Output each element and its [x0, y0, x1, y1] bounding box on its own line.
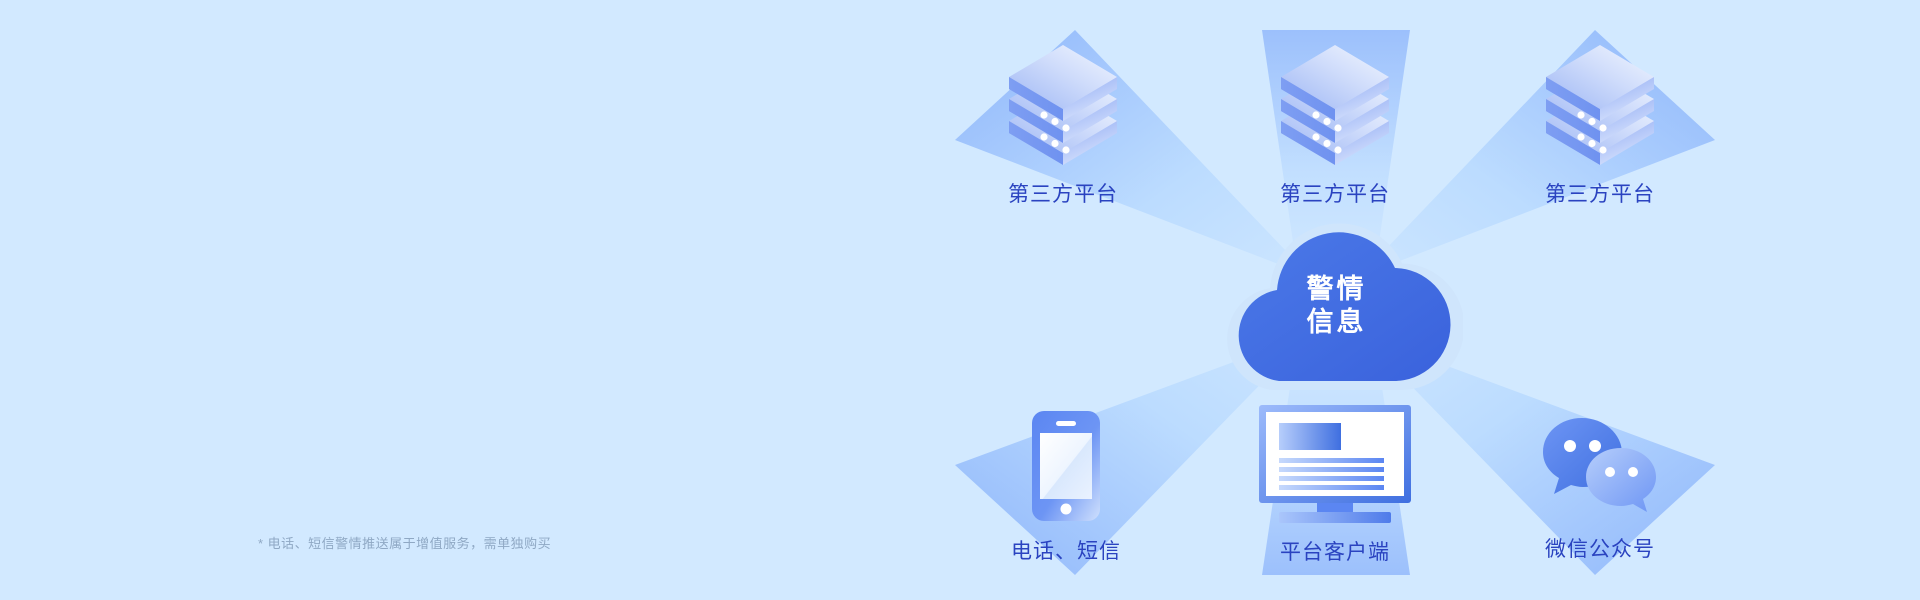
wechat-logo-icon	[1541, 412, 1659, 525]
server-stack-icon	[1005, 45, 1121, 170]
node-platform-client[interactable]: 平台客户端	[1235, 405, 1435, 563]
center-cloud[interactable]: 警情 信息	[1207, 221, 1465, 391]
node-phone-sms[interactable]: 电话、短信	[966, 410, 1166, 562]
server-stack-icon	[1542, 45, 1658, 170]
server-stack-icon	[1277, 45, 1393, 170]
mobile-phone-icon	[1031, 410, 1101, 527]
footnote-text: * 电话、短信警情推送属于增值服务，需单独购买	[258, 536, 552, 551]
desktop-monitor-icon	[1259, 405, 1411, 528]
node-third-party-platform-2[interactable]: 第三方平台	[1235, 45, 1435, 205]
node-label: 第三方平台	[1008, 183, 1118, 206]
node-third-party-platform-3[interactable]: 第三方平台	[1500, 45, 1700, 205]
node-label: 第三方平台	[1280, 183, 1390, 206]
node-label: 电话、短信	[1011, 540, 1121, 563]
node-wechat-official-account[interactable]: 微信公众号	[1500, 412, 1700, 560]
node-third-party-platform-1[interactable]: 第三方平台	[963, 45, 1163, 205]
node-label: 第三方平台	[1545, 183, 1655, 206]
cloud-icon	[1227, 223, 1465, 391]
node-label: 微信公众号	[1545, 538, 1655, 561]
node-label: 平台客户端	[1280, 541, 1390, 564]
